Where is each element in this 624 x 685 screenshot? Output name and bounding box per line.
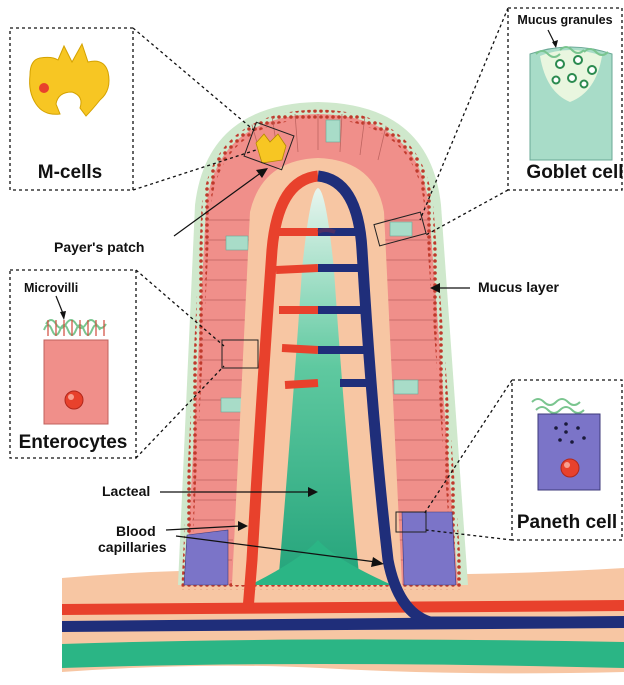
goblet-cell-label: Goblet cell [526, 162, 623, 183]
paneth-cell-inset: Paneth cell [512, 380, 622, 540]
paneth-cell-icon [538, 414, 600, 490]
mucus-layer-annotation: Mucus layer [430, 279, 559, 295]
goblet-cell-inset: Mucus granules Goblet cell [508, 8, 624, 190]
payers-patch-label: Payer's patch [54, 239, 145, 255]
blood-label: Blood [116, 523, 156, 539]
paneth-cell-label: Paneth cell [517, 512, 617, 533]
mucus-granules-label: Mucus granules [517, 13, 612, 27]
enterocytes-label: Enterocytes [19, 432, 128, 453]
lacteal-label: Lacteal [102, 483, 150, 499]
m-cells-label: M-cells [38, 162, 102, 183]
capillaries-label: capillaries [98, 539, 167, 555]
microvilli-label: Microvilli [24, 281, 78, 295]
enterocytes-inset: Microvilli Enterocytes [10, 270, 136, 458]
m-cells-inset: M-cells [10, 28, 133, 190]
mucus-layer-label: Mucus layer [478, 279, 559, 295]
enterocyte-icon [44, 340, 108, 424]
